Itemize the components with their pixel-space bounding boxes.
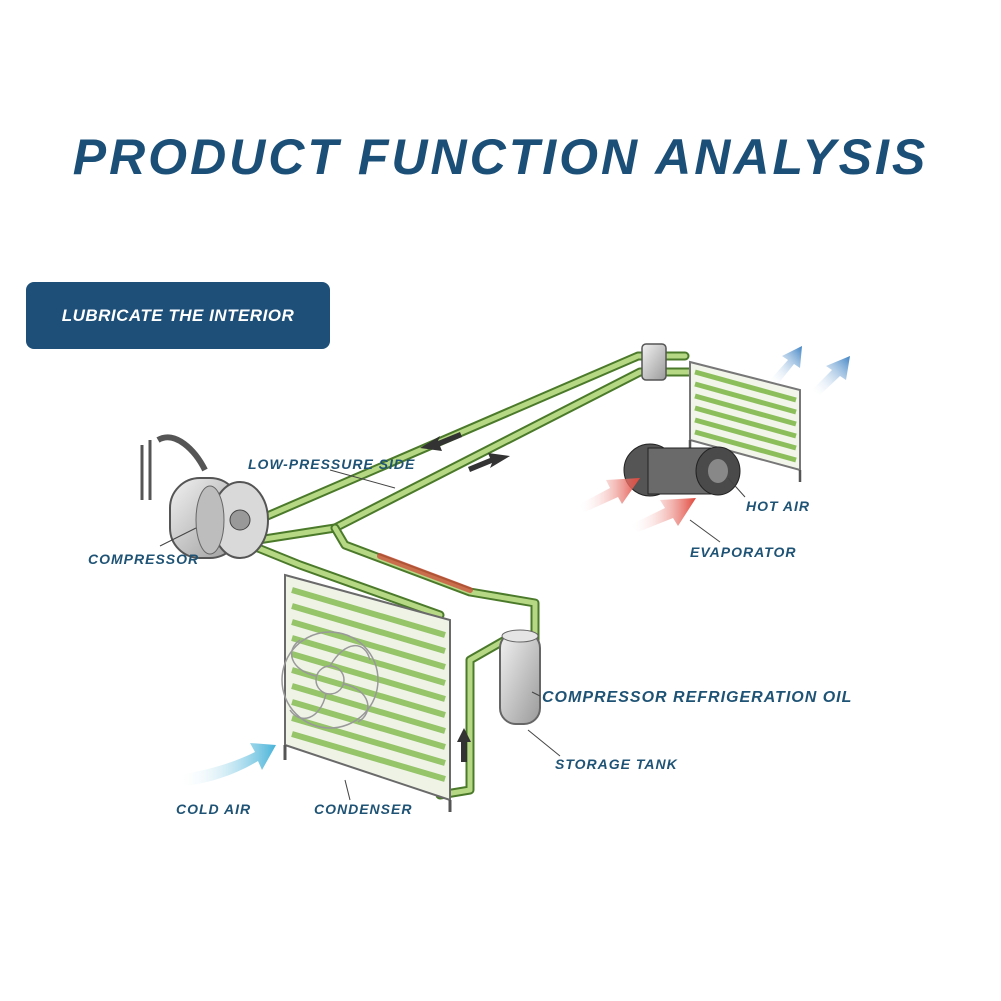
lubricate-badge: LUBRICATE THE INTERIOR <box>26 282 330 349</box>
leader-lines <box>159 469 746 801</box>
refrigerant-pipes <box>253 351 695 800</box>
label-compressor: COMPRESSOR <box>88 551 200 567</box>
label-evaporator: EVAPORATOR <box>690 544 797 560</box>
cold-air-arrow <box>178 743 276 786</box>
hot-air-arrows <box>578 478 696 532</box>
page-title: PRODUCT FUNCTION ANALYSIS <box>72 129 929 185</box>
label-cold-air: COLD AIR <box>176 801 252 817</box>
label-storage-tank: STORAGE TANK <box>555 756 678 772</box>
label-low-pressure-side: LOW-PRESSURE SIDE <box>248 456 416 472</box>
storage-tank <box>499 629 541 725</box>
flow-arrows <box>420 432 510 762</box>
label-compressor-oil: COMPRESSOR REFRIGERATION OIL <box>542 689 853 706</box>
label-condenser: CONDENSER <box>314 801 413 817</box>
outlet-air-arrows <box>770 346 850 395</box>
expansion-valve <box>641 343 667 381</box>
condenser <box>281 573 452 812</box>
blower-fan <box>623 443 741 497</box>
label-hot-air: HOT AIR <box>746 498 811 514</box>
evaporator-coil <box>688 360 802 482</box>
compressor <box>140 434 269 559</box>
